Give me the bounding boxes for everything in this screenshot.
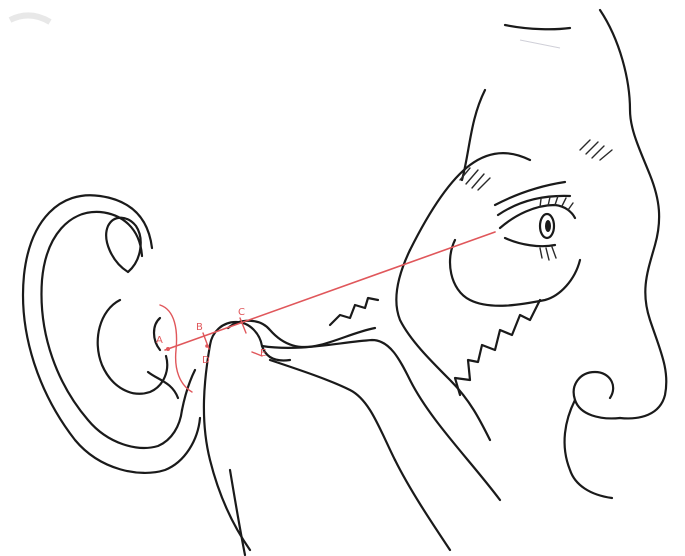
point-d-marker — [205, 344, 209, 348]
label-a: A — [156, 335, 163, 346]
pupil — [545, 220, 551, 232]
point-a-marker — [166, 347, 170, 351]
label-e: E — [260, 348, 266, 359]
label-d: D — [202, 355, 210, 366]
label-c: C — [238, 307, 245, 318]
label-b: B — [196, 322, 203, 333]
